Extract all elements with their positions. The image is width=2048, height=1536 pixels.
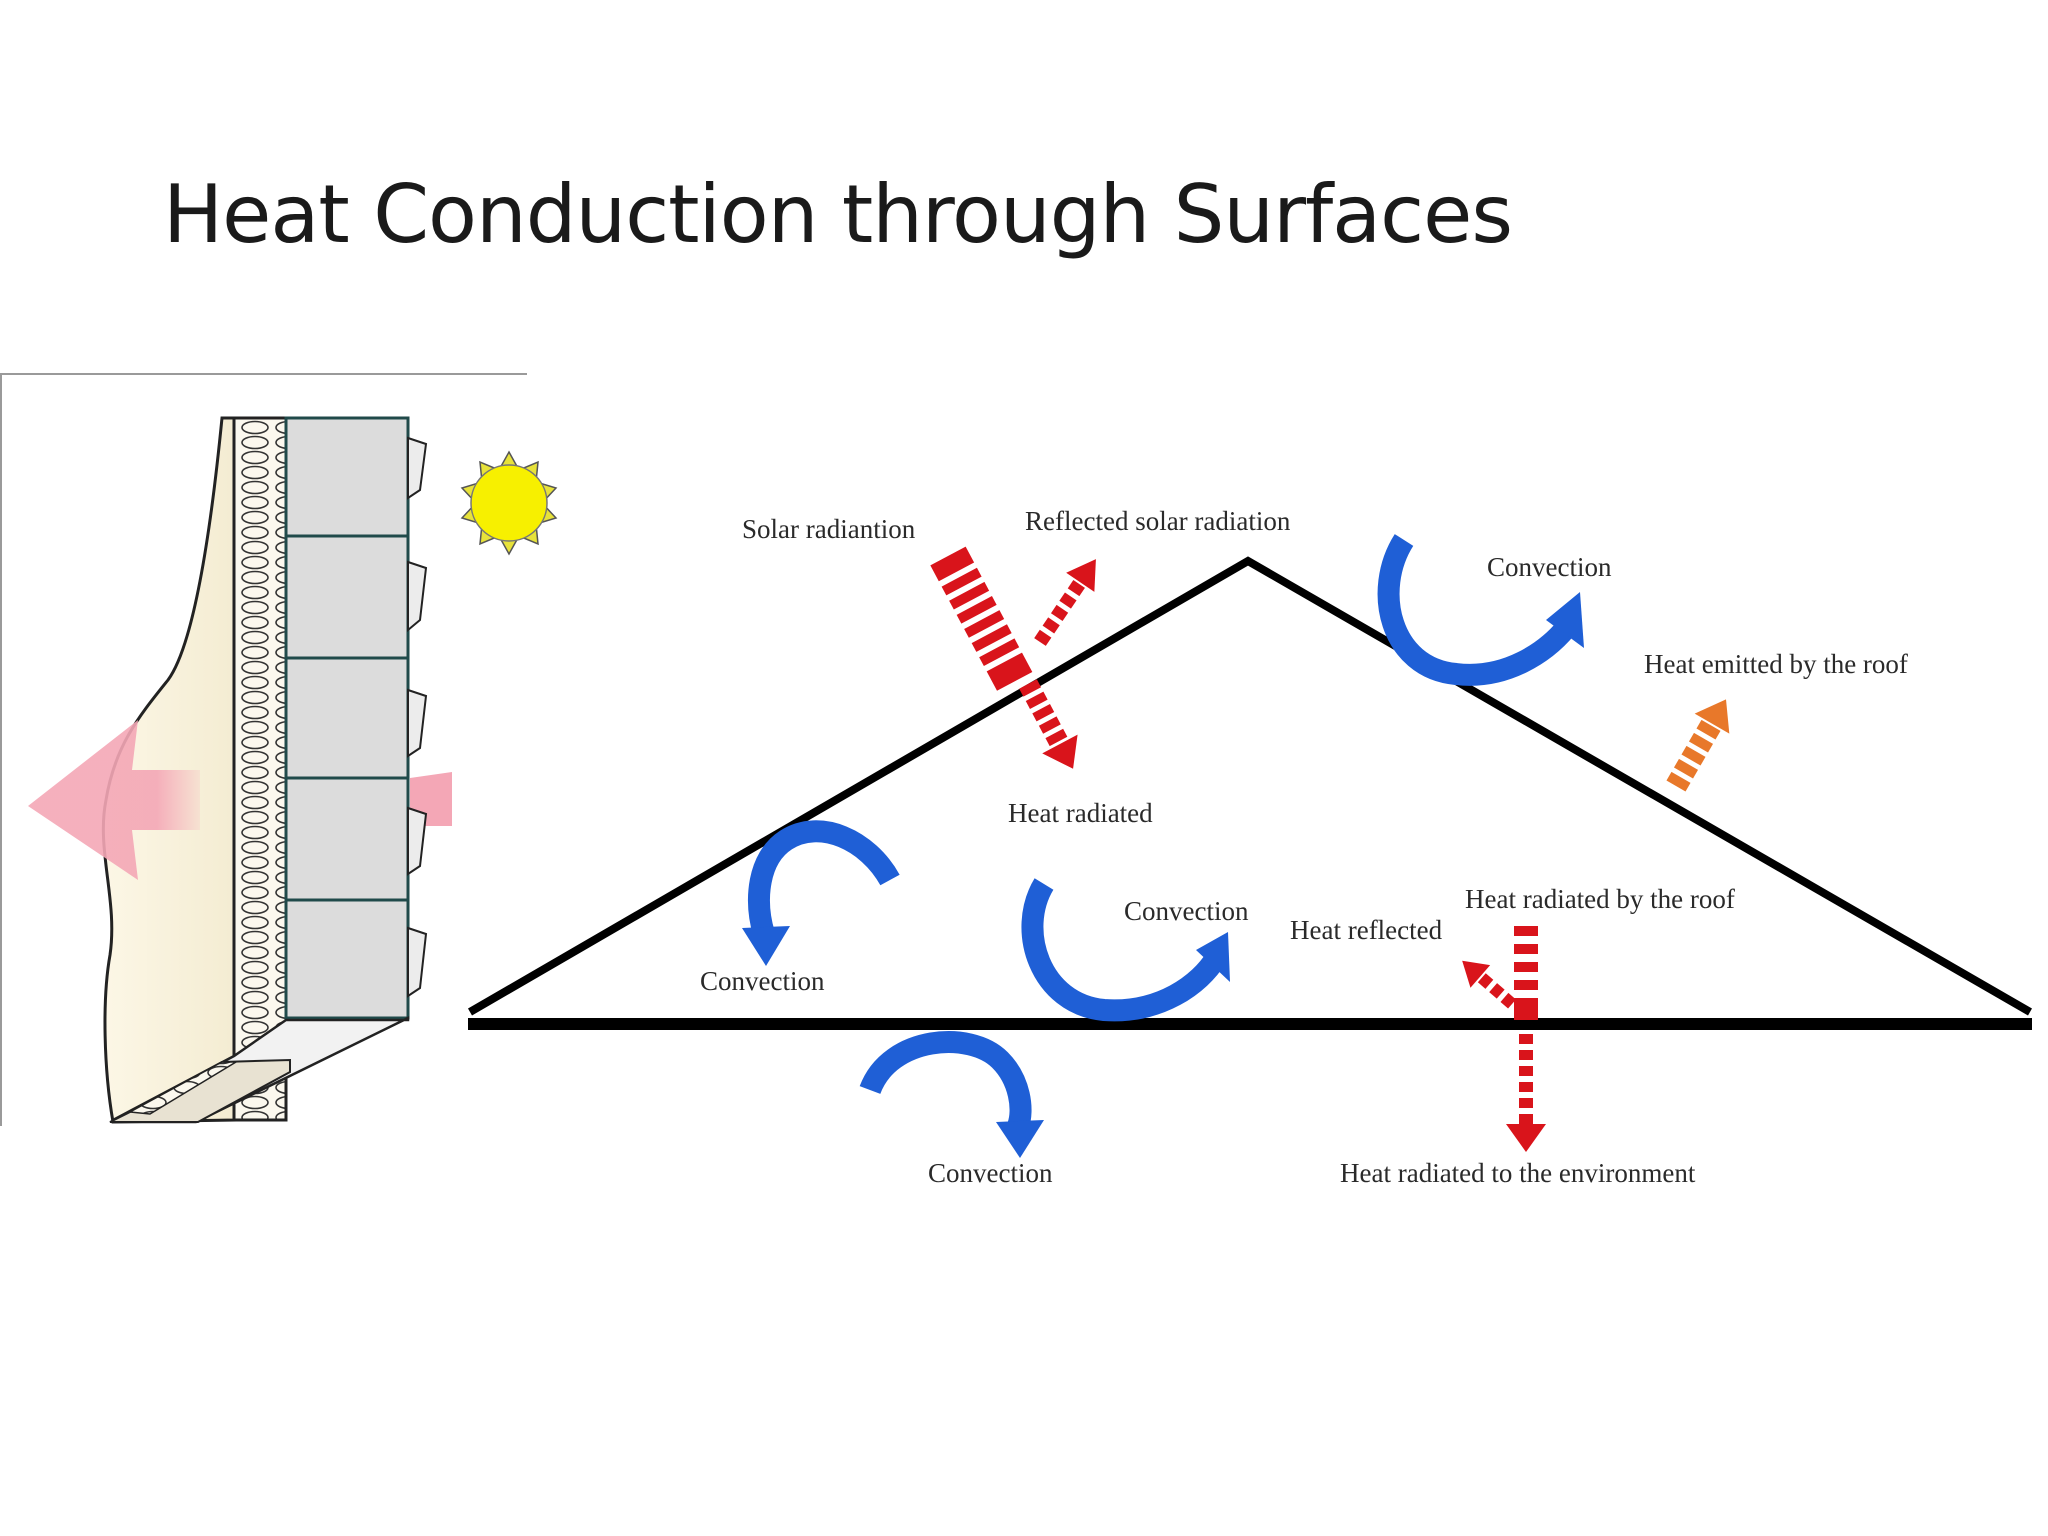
- slide-title: Heat Conduction through Surfaces: [163, 168, 1513, 261]
- label-solar-radiation: Solar radiantion: [742, 514, 916, 544]
- reflected-solar-radiation-arrow: [1034, 559, 1096, 646]
- heat-radiated-to-environment-arrow: [1506, 1034, 1546, 1152]
- convection-arrow-left: [742, 820, 900, 966]
- label-convection-bottom: Convection: [928, 1158, 1053, 1188]
- convection-arrow-center: [1021, 878, 1230, 1022]
- heat-reflected-arrow: [1462, 960, 1516, 1009]
- heat-radiated-arrow: [1019, 679, 1078, 769]
- label-heat-reflected: Heat reflected: [1290, 915, 1443, 945]
- label-heat-radiated: Heat radiated: [1008, 798, 1153, 828]
- wall-section-illustration: [0, 373, 558, 1126]
- convection-arrow-top-right: [1377, 534, 1584, 686]
- heat-radiated-by-roof-arrow: [1514, 926, 1538, 1020]
- heat-flow-arrow: [28, 720, 200, 880]
- convection-arrow-bottom: [859, 1031, 1044, 1158]
- label-convection-left: Convection: [700, 966, 825, 996]
- label-reflected-solar-radiation: Reflected solar radiation: [1025, 506, 1291, 536]
- roof-outline: [467, 556, 2032, 1016]
- solar-radiation-arrow: [930, 546, 1033, 691]
- sun-icon: [460, 450, 558, 556]
- label-convection-center: Convection: [1124, 896, 1249, 926]
- label-heat-radiated-by-roof: Heat radiated by the roof: [1465, 884, 1735, 914]
- label-heat-emitted-by-roof: Heat emitted by the roof: [1644, 649, 1908, 679]
- insulation-layer: [232, 416, 288, 1122]
- label-heat-radiated-to-environment: Heat radiated to the environment: [1340, 1158, 1696, 1188]
- label-convection-top-right: Convection: [1487, 552, 1612, 582]
- roof-diagram: Solar radiantion Reflected solar radiati…: [467, 506, 2032, 1188]
- heat-emitted-arrow: [1666, 699, 1730, 792]
- masonry-blocks: [284, 416, 428, 1020]
